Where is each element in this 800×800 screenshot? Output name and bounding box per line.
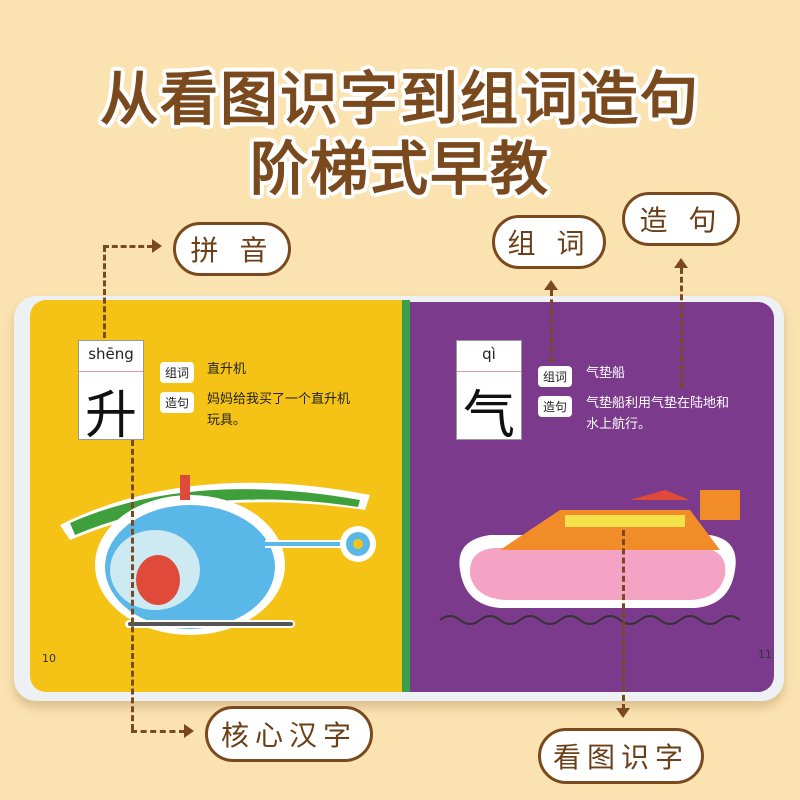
zuci-text-right: 气垫船	[586, 366, 626, 381]
pinyin-left: shēng	[88, 345, 134, 363]
page-number-right: 11	[758, 648, 772, 661]
arrow-up-icon	[544, 280, 558, 290]
callout-pinyin: 拼 音	[173, 222, 291, 276]
zuci-text-left: 直升机	[207, 362, 247, 377]
character-card-right: qì 气	[456, 340, 522, 446]
callout-zaoju: 造 句	[622, 192, 740, 246]
arrow-down-icon	[616, 708, 630, 718]
arrow-right-icon	[184, 724, 194, 738]
callout-zuci: 组 词	[492, 215, 606, 269]
character-card-left: shēng 升	[78, 340, 144, 446]
callout-core-character: 核心汉字	[205, 706, 373, 762]
zaoju-tag-left: 造句	[160, 392, 195, 413]
zaoju-line2-right: 水上航行。	[586, 417, 652, 432]
hanzi-left: 升	[84, 386, 137, 446]
pinyin-right: qì	[482, 345, 496, 363]
headline-line-1: 从看图识字到组词造句	[99, 65, 700, 133]
zuci-tag-left: 组词	[160, 362, 195, 383]
connector-pinyin-horizontal	[103, 245, 153, 248]
callout-picture-literacy: 看图识字	[538, 728, 704, 784]
connector-pinyin-vertical	[103, 246, 106, 338]
hovercraft-illustration	[439, 490, 741, 625]
helicopter-illustration	[60, 475, 376, 635]
connector-zuci	[550, 290, 553, 362]
connector-core-horizontal	[131, 730, 185, 733]
zaoju-line2-left: 玩具。	[207, 413, 247, 428]
zaoju-line1-left: 妈妈给我买了一个直升机	[207, 392, 351, 407]
zaoju-line1-right: 气垫船利用气垫在陆地和	[586, 396, 730, 411]
zaoju-tag-right: 造句	[538, 396, 573, 417]
book-spine	[402, 300, 410, 692]
page-number-left: 10	[42, 652, 56, 665]
connector-picture	[622, 530, 625, 710]
connector-zaoju	[680, 268, 683, 388]
zuci-tag-right: 组词	[538, 366, 573, 387]
arrow-right-icon	[152, 239, 162, 253]
headline-line-2: 阶梯式早教	[249, 135, 550, 203]
connector-core-vertical	[131, 440, 134, 730]
arrow-up-icon	[674, 258, 688, 268]
hanzi-right: 气	[462, 386, 515, 446]
